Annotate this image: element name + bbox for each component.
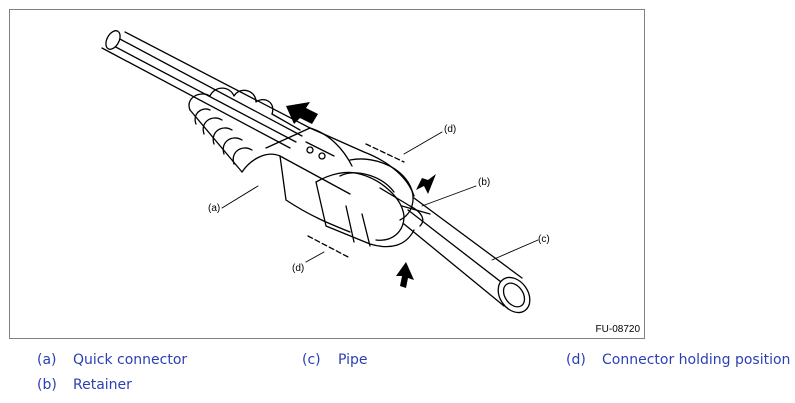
legend-item-a: (a) Quick connector	[37, 352, 187, 368]
legend-item-c: (c) Pipe	[302, 352, 368, 368]
figure-frame: (a) (d) (b) (c) (d) FU-08720	[9, 9, 645, 339]
legend-text: Connector holding position	[602, 352, 791, 368]
legend-code: (a)	[37, 352, 57, 368]
leader-line-b	[421, 185, 477, 207]
figure-id-label: FU-08720	[595, 324, 640, 335]
legend-code: (d)	[566, 352, 586, 368]
holding-position-mark-bottom	[307, 235, 351, 259]
leader-line-a	[221, 185, 259, 209]
holding-position-mark-top	[365, 143, 405, 163]
legend-code: (b)	[37, 377, 57, 393]
legend-text: Pipe	[338, 352, 368, 368]
callout-c: (c)	[538, 234, 550, 245]
legend-code: (c)	[302, 352, 321, 368]
legend-item-b: (b) Retainer	[37, 377, 132, 393]
hose-illustration	[101, 30, 311, 149]
pipe-illustration	[403, 197, 531, 314]
callout-d-top: (d)	[444, 124, 457, 135]
callout-d-bottom: (d)	[292, 263, 305, 274]
ribbed-section	[188, 87, 301, 173]
legend-text: Quick connector	[73, 352, 188, 368]
pull-direction-arrow	[286, 102, 318, 124]
leader-line-d-bottom	[305, 251, 325, 263]
quick-connector-body	[241, 127, 424, 248]
callout-b: (b)	[478, 177, 491, 188]
leader-line-d-top	[403, 131, 443, 155]
retainer-illustration	[339, 158, 431, 221]
legend-text: Retainer	[73, 377, 132, 393]
connector-illustration	[101, 30, 539, 314]
legend-item-d: (d) Connector holding position	[566, 352, 790, 368]
callout-a: (a)	[208, 203, 221, 214]
leader-line-c	[491, 239, 539, 261]
press-arrow-bottom	[396, 262, 414, 288]
press-arrow-top	[416, 174, 436, 194]
